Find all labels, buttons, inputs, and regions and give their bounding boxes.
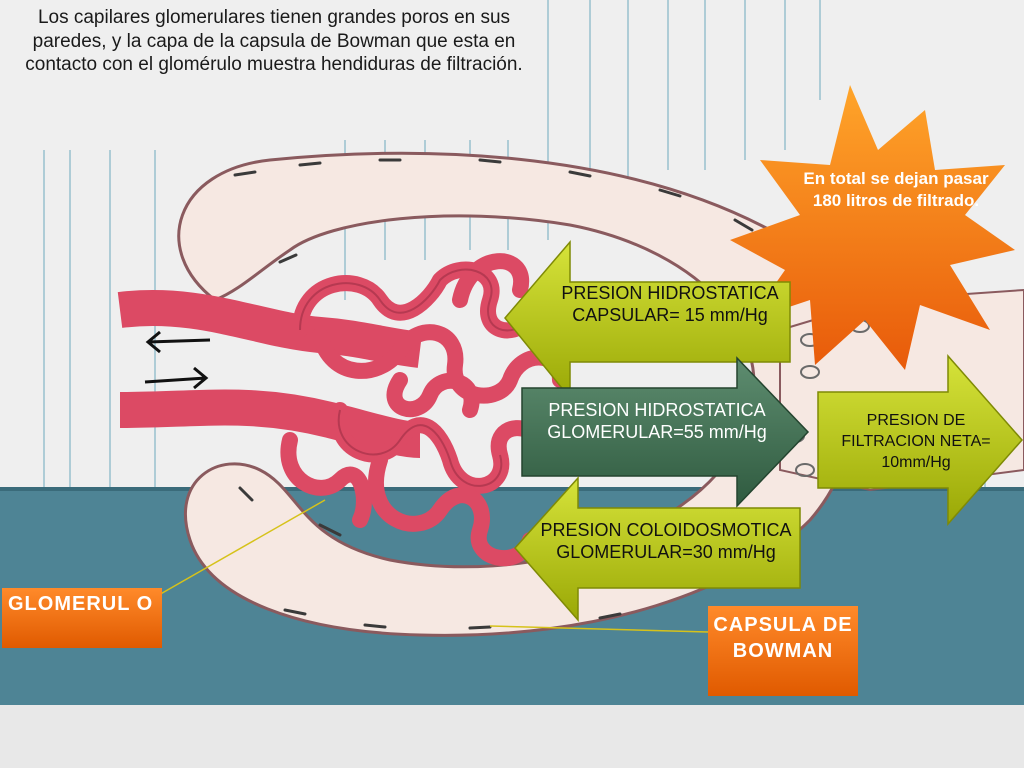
flow-arrows: [144, 330, 211, 390]
capillary-tuft-outline: [299, 268, 531, 487]
total-filtrate-note: En total se dejan pasar 180 litros de fi…: [803, 169, 989, 211]
afferent-arteriole: [117, 289, 423, 368]
glomerulo-label: GLOMERUL O: [2, 588, 162, 648]
starburst: [730, 85, 1015, 370]
glomerulo-pointer-line: [149, 499, 326, 601]
glomerular-pressure-arrow: [521, 356, 810, 508]
intro-text: Los capilares glomerulares tienen grande…: [25, 7, 523, 76]
capsula-bowman-label: CAPSULA DE BOWMAN: [708, 606, 858, 696]
teal-band-top-edge: [0, 487, 1024, 491]
efferent-arteriole: [119, 389, 421, 458]
coloidosmotica-pressure-label: PRESION COLOIDOSMOTICA GLOMERULAR=30 mm/…: [540, 520, 792, 562]
capsula-pointer-line: [489, 625, 709, 633]
glomerular-pressure-label: PRESION HIDROSTATICA GLOMERULAR=55 mm/Hg: [547, 400, 767, 442]
capsular-pressure-label: PRESION HIDROSTATICA CAPSULAR= 15 mm/Hg: [561, 283, 779, 325]
coloidosmotica-pressure-arrow: [513, 476, 801, 622]
net-filtration-arrow: [817, 354, 1023, 526]
net-filtration-pressure-label: PRESION DE FILTRACION NETA= 10mm/Hg: [841, 412, 991, 471]
bottom-strip: [0, 705, 1024, 768]
